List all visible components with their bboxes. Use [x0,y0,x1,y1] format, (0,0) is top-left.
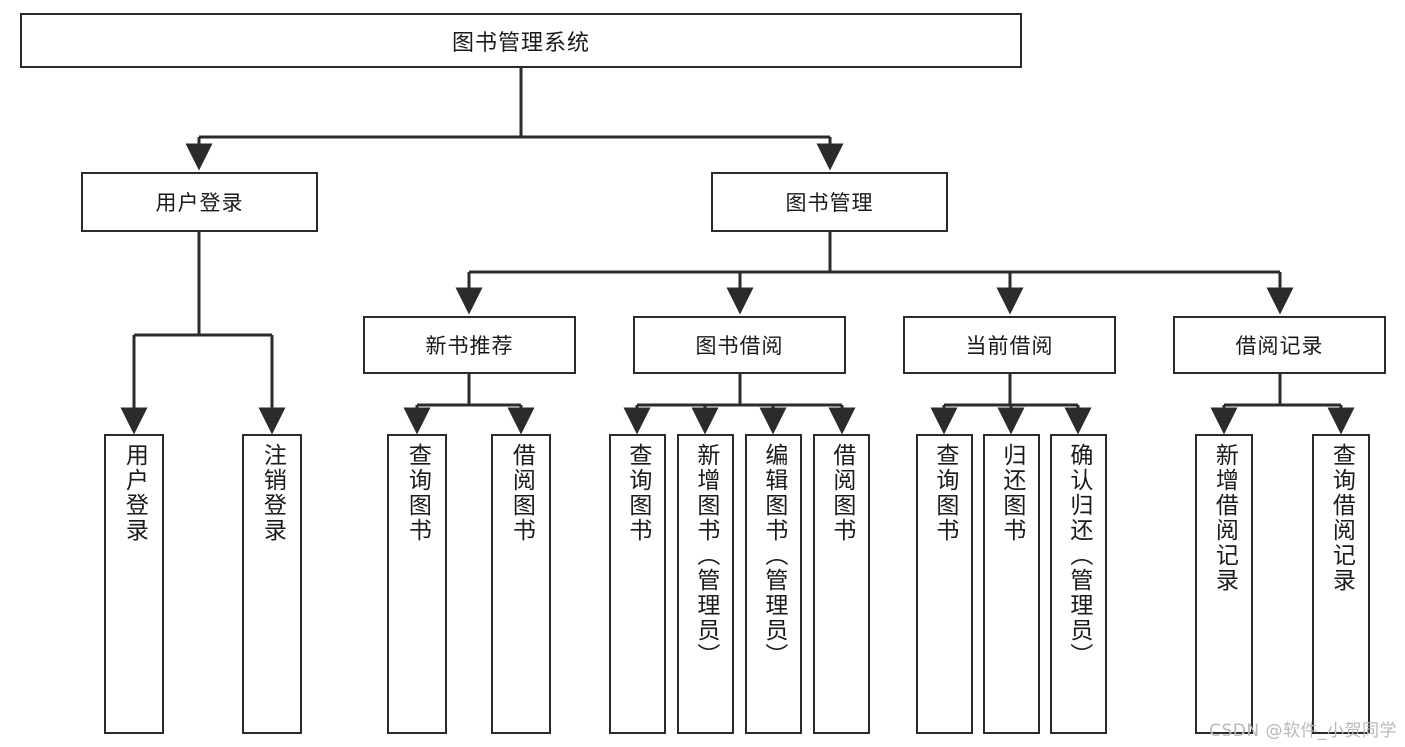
node-new-book-recommend-label: 新书推荐 [425,334,514,358]
leaf-current-query-book: 查询图书 [916,434,973,734]
leaf-new-book-borrow: 借阅图书 [491,434,551,734]
node-new-book-recommend: 新书推荐 [363,316,576,374]
leaf-borrow-borrow-book: 借阅图书 [813,434,870,734]
leaf-new-book-query: 查询图书 [387,434,447,734]
node-current-borrow: 当前借阅 [903,316,1116,374]
leaf-records-add: 新增借阅记录 [1195,434,1253,734]
leaf-new-book-query-label: 查询图书 [404,443,431,543]
leaf-records-query-label: 查询借阅记录 [1328,443,1355,593]
leaf-borrow-add-book-label: 新增图书（管理员） [692,443,719,668]
leaf-current-confirm-return: 确认归还（管理员） [1050,434,1107,734]
leaf-new-book-borrow-label: 借阅图书 [508,443,535,543]
watermark: CSDN @软件_小贺同学 [1209,721,1397,741]
node-current-borrow-label: 当前借阅 [965,334,1054,358]
node-book-management: 图书管理 [711,172,948,232]
leaf-current-query-book-label: 查询图书 [931,443,958,543]
leaf-user-login-signin-label: 用户登录 [121,443,148,543]
node-user-login-label: 用户登录 [155,191,244,215]
leaf-borrow-edit-book-label: 编辑图书（管理员） [760,443,787,668]
leaf-borrow-add-book: 新增图书（管理员） [677,434,734,734]
leaf-records-add-label: 新增借阅记录 [1211,443,1238,593]
node-borrow-records-label: 借阅记录 [1235,334,1324,358]
node-borrow-records: 借阅记录 [1173,316,1386,374]
node-root-label: 图书管理系统 [451,30,590,56]
leaf-borrow-query-book: 查询图书 [609,434,666,734]
leaf-current-return-book-label: 归还图书 [998,443,1025,543]
leaf-borrow-borrow-book-label: 借阅图书 [828,443,855,543]
node-book-borrow: 图书借阅 [633,316,846,374]
leaf-user-login-signout: 注销登录 [242,434,302,734]
leaf-borrow-edit-book: 编辑图书（管理员） [745,434,802,734]
node-root: 图书管理系统 [20,13,1022,68]
leaf-user-login-signin: 用户登录 [104,434,164,734]
leaf-current-confirm-return-label: 确认归还（管理员） [1065,443,1092,668]
leaf-user-login-signout-label: 注销登录 [259,443,286,543]
node-user-login: 用户登录 [81,172,318,232]
node-book-borrow-label: 图书借阅 [695,334,784,358]
node-book-management-label: 图书管理 [785,191,874,215]
leaf-records-query: 查询借阅记录 [1312,434,1370,734]
leaf-current-return-book: 归还图书 [983,434,1040,734]
leaf-borrow-query-book-label: 查询图书 [624,443,651,543]
